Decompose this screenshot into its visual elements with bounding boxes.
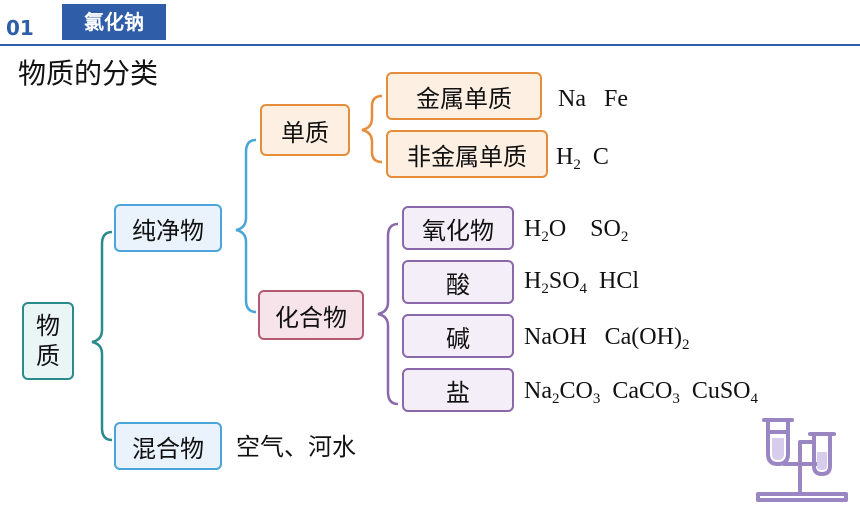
root-brace xyxy=(91,230,113,442)
nonmetal-examples: H2 C xyxy=(556,142,609,180)
nonmetal-element-node: 非金属单质 xyxy=(386,130,548,178)
pure-brace xyxy=(235,138,257,314)
salt-example-3-sub: 4 xyxy=(750,391,759,407)
nonmetal-example-0: H xyxy=(556,144,574,170)
mixture-examples: 空气、河水 xyxy=(236,433,356,461)
acid-example-1: SO xyxy=(548,268,580,294)
salt-example-1: CO xyxy=(559,378,593,404)
salt-example-3: CuSO xyxy=(679,378,751,404)
oxide-example-0: H xyxy=(524,216,542,242)
metal-example-1: Fe xyxy=(585,86,628,112)
compound-brace xyxy=(377,222,399,406)
nonmetal-example-0-sub: 2 xyxy=(573,157,581,173)
mixture-node: 混合物 xyxy=(114,422,222,470)
pure-substance-node: 纯净物 xyxy=(114,204,222,252)
acid-example-0-sub: 2 xyxy=(541,281,549,297)
oxide-label: 氧化物 xyxy=(422,216,494,245)
nonmetal-element-label: 非金属单质 xyxy=(407,142,527,171)
oxide-example-0-sub: 2 xyxy=(541,229,549,245)
oxide-example-1-sub: 2 xyxy=(620,229,629,245)
salt-example-0: Na xyxy=(524,378,552,404)
salt-examples: Na2CO3 CaCO3 CuSO4 xyxy=(524,376,758,414)
base-example-0-sub: 2 xyxy=(681,337,690,353)
acid-label: 酸 xyxy=(446,270,470,299)
acid-examples: H2SO4 HCl xyxy=(524,266,639,304)
element-brace xyxy=(361,94,383,164)
salt-example-2: CaCO xyxy=(600,378,673,404)
section-number: 01 xyxy=(6,16,34,40)
nonmetal-example-1: C xyxy=(580,144,609,170)
base-node: 碱 xyxy=(402,314,514,358)
metal-element-label: 金属单质 xyxy=(416,84,512,113)
section-tag: 氯化钠 xyxy=(62,4,166,40)
base-example-0: NaOH Ca(OH) xyxy=(524,324,682,350)
mixture-label: 混合物 xyxy=(132,434,204,463)
root-label: 物质 xyxy=(36,312,60,370)
test-tubes-rack-icon xyxy=(756,418,848,502)
salt-node: 盐 xyxy=(402,368,514,412)
salt-example-2-sub: 3 xyxy=(672,391,680,407)
oxide-examples: H2O SO2 xyxy=(524,214,628,252)
acid-example-1-sub: 4 xyxy=(579,281,588,297)
metal-example-0: Na xyxy=(558,86,586,112)
pure-substance-label: 纯净物 xyxy=(132,216,204,245)
acid-node: 酸 xyxy=(402,260,514,304)
element-label: 单质 xyxy=(281,118,329,147)
acid-example-2: HCl xyxy=(587,268,640,294)
compound-node: 化合物 xyxy=(258,290,364,340)
oxide-example-1: O SO xyxy=(548,216,621,242)
element-node: 单质 xyxy=(260,104,350,156)
metal-examples: Na Fe xyxy=(558,84,628,122)
salt-example-1-sub: 3 xyxy=(592,391,601,407)
base-label: 碱 xyxy=(446,324,470,353)
oxide-node: 氧化物 xyxy=(402,206,514,250)
page-title: 物质的分类 xyxy=(18,57,159,90)
salt-label: 盐 xyxy=(446,378,470,407)
root-node: 物质 xyxy=(22,302,74,380)
base-examples: NaOH Ca(OH)2 xyxy=(524,322,689,360)
compound-label: 化合物 xyxy=(275,303,347,332)
acid-example-0: H xyxy=(524,268,542,294)
header-rule xyxy=(0,44,860,46)
metal-element-node: 金属单质 xyxy=(386,72,542,120)
salt-example-0-sub: 2 xyxy=(551,391,560,407)
